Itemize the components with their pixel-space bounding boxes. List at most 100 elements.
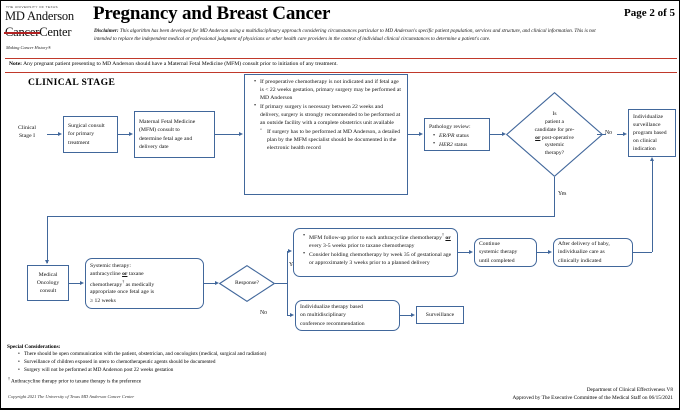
- surgery-guidance-item: If surgery has to be performed at MD And…: [260, 127, 403, 152]
- pathology-review-list: ER/PR statusHER2 status: [429, 132, 485, 149]
- approved-line: Approved by The Executive Committee of t…: [512, 395, 673, 402]
- logo-center-word: Center: [39, 24, 72, 39]
- arrow-surgery-to-pathology: [419, 131, 423, 136]
- arrow-systemic-to-response: [215, 280, 219, 285]
- label-no-response: No: [260, 310, 268, 316]
- node-surveillance: Surveillance: [416, 306, 464, 324]
- special-consideration-item: There should be open communication with …: [18, 351, 266, 359]
- connector-continue-to-after-delivery: [537, 252, 549, 253]
- arrow-mfm-to-surgery-bullets: [239, 131, 243, 136]
- node-pathology-review: Pathology review: ER/PR statusHER2 statu…: [424, 118, 490, 151]
- connector-oncology-to-systemic: [69, 283, 81, 284]
- footnote-text: Anthracycline therapy prior to taxane th…: [10, 378, 142, 385]
- decision-response: Response?: [219, 265, 275, 302]
- arrow-yes-to-mfm-followup: [288, 248, 292, 253]
- label-no-top: No: [605, 130, 613, 136]
- disclaimer-body: This algorithm has been developed for MD…: [94, 28, 596, 43]
- node-after-delivery-text: After delivery of baby,individualize car…: [558, 241, 610, 264]
- connector-systemic-to-response: [204, 283, 216, 284]
- arrow-yes-to-oncology: [44, 260, 49, 264]
- connector-pathology-to-decision: [490, 134, 503, 135]
- node-surveillance-text: Surveillance: [425, 311, 455, 318]
- mfm-followup-item: MFM follow-up prior to each anthracyclin…: [303, 231, 453, 250]
- pathology-review-title: Pathology review:: [429, 124, 471, 130]
- header-divider-bottom: [5, 72, 677, 73]
- section-title-clinical-stage: CLINICAL STAGE: [28, 77, 116, 88]
- connector-entry-to-surgical: [47, 134, 59, 135]
- node-mfm-followup: MFM follow-up prior to each anthracyclin…: [293, 228, 458, 277]
- node-systemic-therapy-text: Systemic therapy:anthracycline or taxane…: [90, 263, 155, 304]
- arrow-continue-to-after-delivery: [548, 249, 552, 254]
- arrow-individualize-to-surveillance: [411, 312, 415, 317]
- arrow-entry-to-surgical: [58, 131, 62, 136]
- connector-mfm-to-continue: [458, 252, 470, 253]
- header-divider-top: [5, 58, 677, 59]
- arrow-no-to-surveillance-program: [623, 131, 627, 136]
- md-anderson-logo: THE UNIVERSITY OF TEXAS MD Anderson Canc…: [5, 5, 87, 50]
- diamond-shape-icon-response: [219, 265, 275, 302]
- special-considerations-title: Special Considerations:: [7, 344, 61, 350]
- mfm-followup-item: Consider holding chemotherapy by week 35…: [303, 250, 453, 267]
- diamond-shape-icon: [506, 92, 603, 177]
- note-label: Note:: [9, 61, 23, 67]
- arrow-pathology-to-decision: [502, 131, 506, 136]
- logo-strikethrough-cancer: Cancer: [5, 24, 40, 39]
- connector-mfm-to-surgery-bullets: [215, 134, 240, 135]
- connector-decision-no-stub: [597, 134, 606, 135]
- surgery-guidance-list: If preoperative chemotherapy is not indi…: [249, 77, 403, 152]
- department-footer: Department of Clinical Effectiveness V8 …: [513, 386, 673, 403]
- pathology-item: ER/PR status: [433, 132, 485, 141]
- connector-decision-yes-down: [554, 177, 555, 216]
- connector-surgical-to-mfm: [118, 134, 130, 135]
- decision-response-text: Response?: [235, 279, 259, 286]
- mfm-followup-list: MFM follow-up prior to each anthracyclin…: [298, 231, 453, 267]
- connector-after-delivery-right: [633, 252, 652, 253]
- label-yes-top: Yes: [558, 191, 567, 197]
- connector-response-yes-up2: [287, 251, 288, 260]
- connector-no-to-individualize-therapy: [287, 315, 291, 316]
- special-considerations: Special Considerations: There should be …: [7, 344, 266, 374]
- surgery-guidance-item: If preoperative chemotherapy is not indi…: [254, 77, 403, 102]
- logo-name-line2: CancerCenter: [5, 24, 72, 39]
- node-systemic-therapy: Systemic therapy:anthracycline or taxane…: [85, 258, 204, 309]
- note-text: Note: Any pregnant patient presenting to…: [9, 61, 338, 67]
- arrow-surgical-to-mfm: [129, 131, 133, 136]
- node-surgery-guidance: If preoperative chemotherapy is not indi…: [244, 74, 408, 195]
- connector-no-to-surveillance-program: [617, 134, 624, 135]
- connector-response-right-stub: [275, 283, 287, 284]
- copyright-text: Copyright 2021 The University of Texas M…: [8, 394, 135, 399]
- special-considerations-list: There should be open communication with …: [7, 351, 266, 374]
- logo-tagline: Making Cancer History®: [6, 44, 52, 50]
- note-body: Any pregnant patient presenting to MD An…: [22, 61, 338, 67]
- connector-yes-down-to-oncology: [47, 216, 48, 263]
- connector-surgery-to-pathology: [408, 134, 420, 135]
- connector-response-no-down: [287, 283, 288, 315]
- department-line: Department of Clinical Effectiveness V8: [586, 387, 673, 393]
- connector-individualize-to-surveillance: [400, 315, 412, 316]
- logo-name-line1: MD Anderson: [5, 9, 74, 24]
- footnote: † Anthracycline therapy prior to taxane …: [8, 376, 141, 385]
- arrow-to-surveillance-program-bottom: [649, 157, 654, 161]
- page-indicator: Page 2 of 5: [623, 7, 675, 19]
- page-title: Pregnancy and Breast Cancer: [93, 3, 331, 24]
- node-after-delivery: After delivery of baby,individualize car…: [553, 238, 633, 267]
- arrow-oncology-to-systemic: [80, 280, 84, 285]
- disclaimer-label: Disclaimer:: [94, 28, 119, 34]
- pathology-item: HER2 status: [433, 140, 485, 149]
- connector-after-delivery-up: [652, 161, 653, 252]
- footnote-marker: †: [8, 376, 10, 381]
